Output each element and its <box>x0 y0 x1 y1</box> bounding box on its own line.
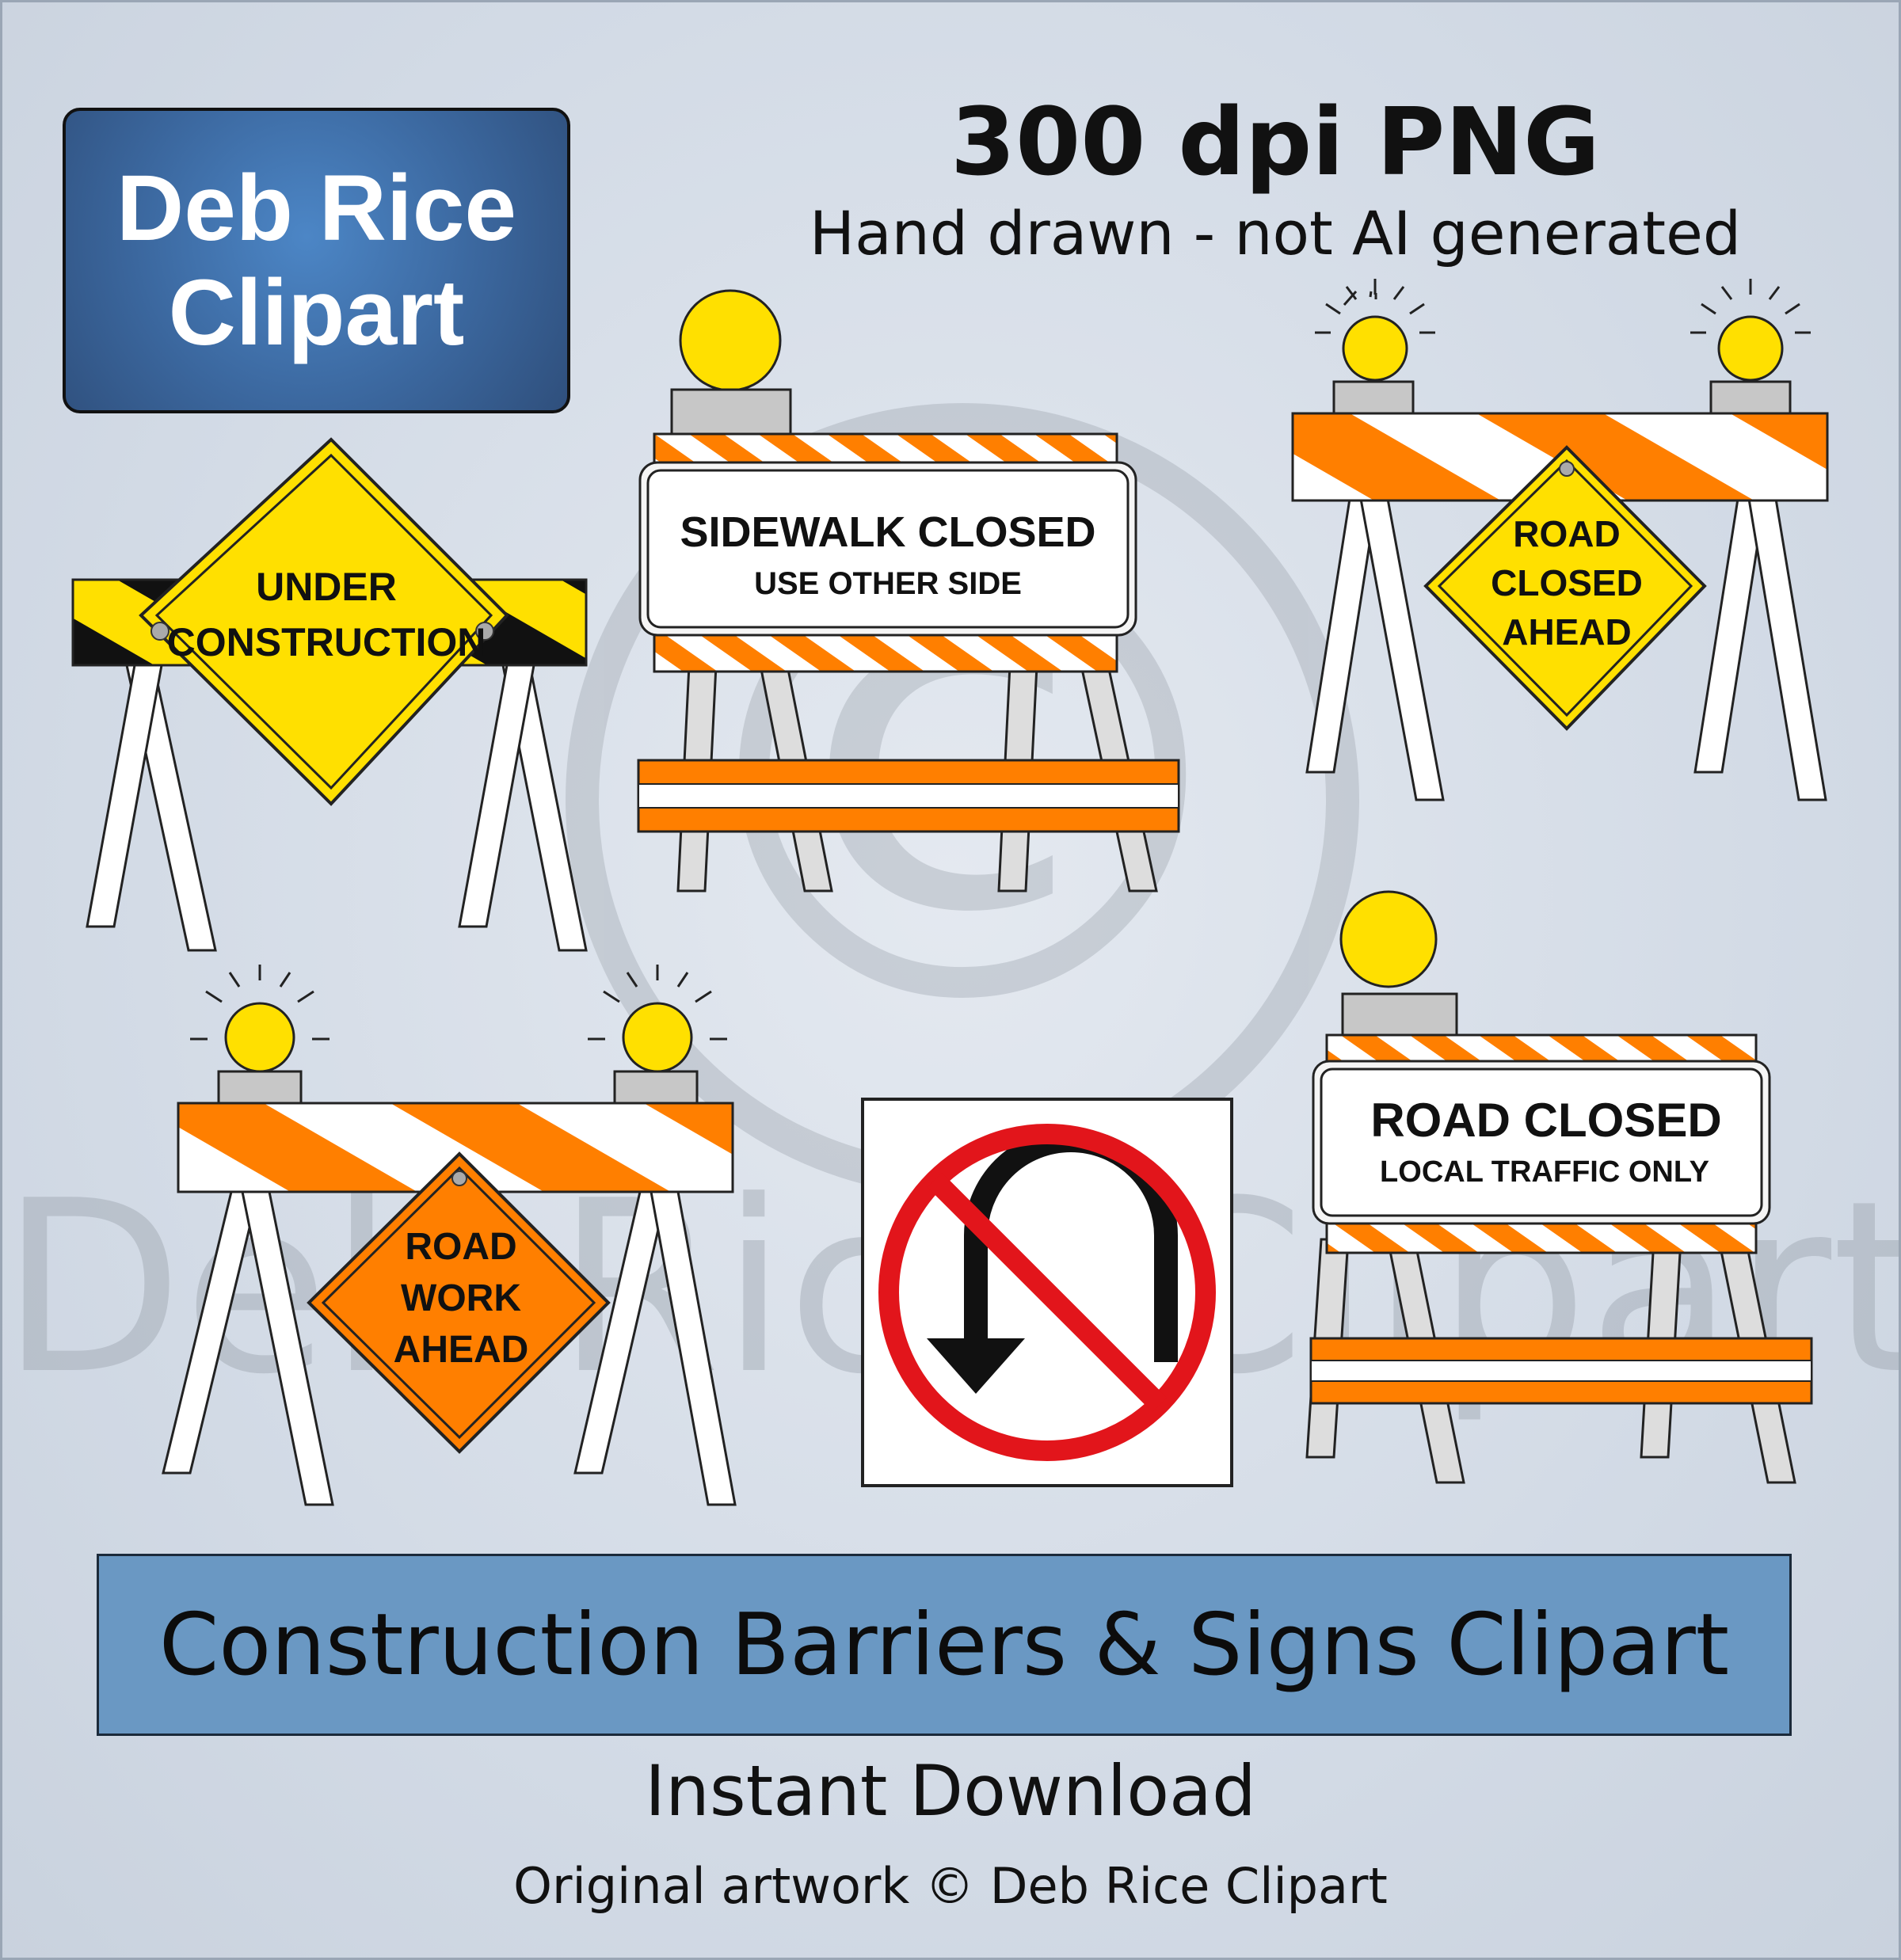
sidewalk-closed-barrier: SIDEWALK CLOSED USE OTHER SIDE <box>637 289 1180 892</box>
road-closed-ahead-barrier: ROAD CLOSED AHEAD <box>1291 279 1829 801</box>
title-band: Construction Barriers & Signs Clipart <box>97 1554 1792 1736</box>
road-closed-local-barrier: ROAD CLOSED LOCAL TRAFFIC ONLY <box>1305 890 1813 1484</box>
road-work-ahead-barrier: ROAD WORK AHEAD <box>162 965 737 1506</box>
road-work-ahead-line-1: ROAD <box>405 1226 516 1268</box>
hand-drawn-note: Hand drawn - not AI generated <box>809 198 1742 268</box>
no-u-turn-icon <box>878 1124 1216 1461</box>
road-closed-ahead-line-1: ROAD <box>1513 513 1620 554</box>
road-work-ahead-line-3: AHEAD <box>394 1329 529 1371</box>
road-closed-local-line-2: LOCAL TRAFFIC ONLY <box>1380 1155 1709 1189</box>
under-construction-line-2: CONSTRUCTION <box>167 620 486 664</box>
product-title: Construction Barriers & Signs Clipart <box>158 1595 1730 1695</box>
brand-line-2: Clipart <box>168 261 465 365</box>
road-work-ahead-line-2: WORK <box>401 1277 521 1319</box>
brand-logo-box: Deb Rice Clipart <box>63 108 570 413</box>
road-work-ahead-sign: ROAD WORK AHEAD <box>307 1151 611 1454</box>
sidewalk-line-2: USE OTHER SIDE <box>754 566 1022 601</box>
under-construction-line-1: UNDER <box>256 565 397 609</box>
under-construction-barrier: UNDER CONSTRUCTION <box>71 437 588 952</box>
under-construction-sign: UNDER CONSTRUCTION <box>139 437 509 806</box>
road-closed-ahead-sign: ROAD CLOSED AHEAD <box>1423 445 1707 731</box>
no-u-turn-sign <box>861 1098 1233 1487</box>
road-closed-local-line-1: ROAD CLOSED <box>1370 1094 1721 1147</box>
brand-line-1: Deb Rice <box>116 156 516 261</box>
format-heading: 300 dpi PNG <box>950 87 1600 196</box>
instant-download-label: Instant Download <box>645 1750 1256 1832</box>
road-closed-ahead-line-3: AHEAD <box>1502 611 1632 653</box>
road-closed-ahead-line-2: CLOSED <box>1491 562 1643 603</box>
sidewalk-line-1: SIDEWALK CLOSED <box>680 508 1095 556</box>
credit-line: Original artwork © Deb Rice Clipart <box>513 1857 1388 1915</box>
